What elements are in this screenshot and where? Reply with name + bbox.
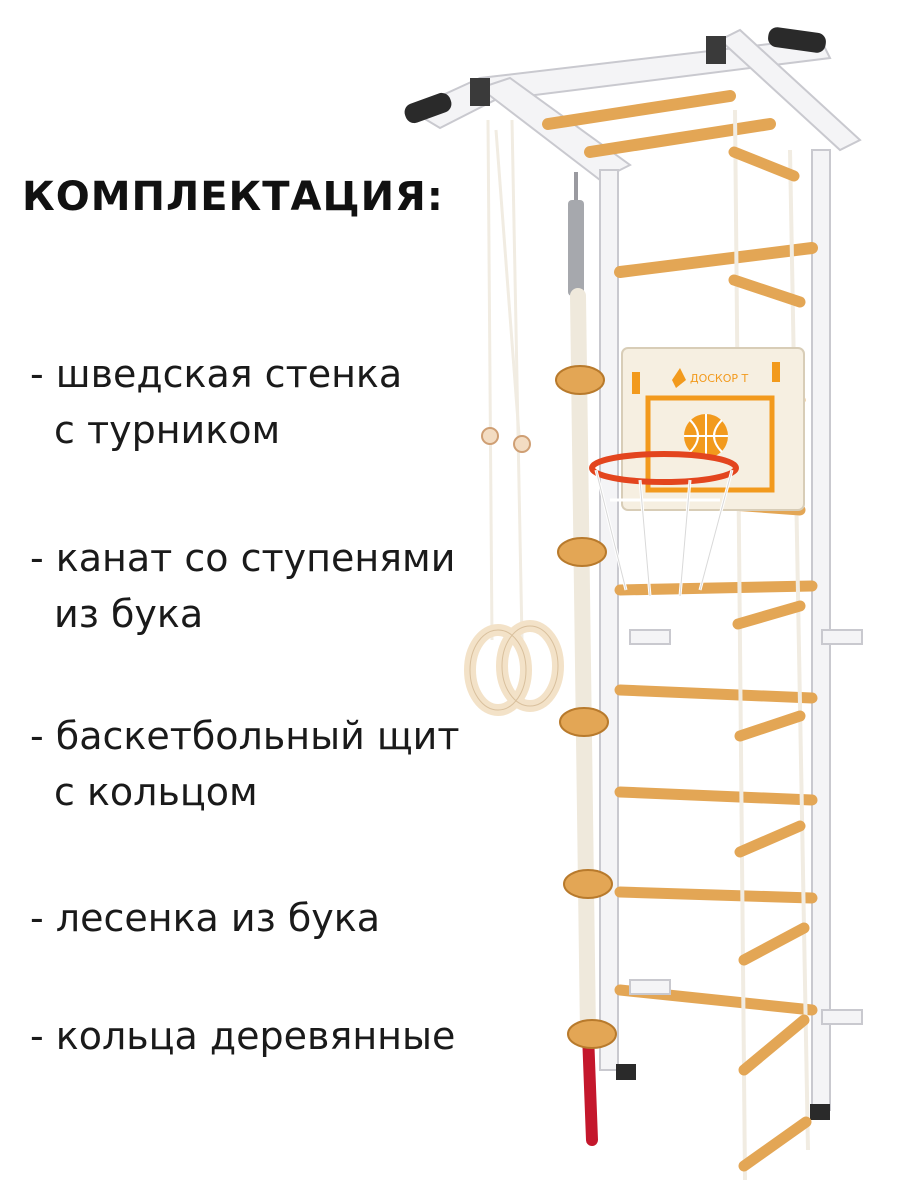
- list-item-basket: - баскетбольный щит с кольцом: [30, 708, 460, 820]
- top-rungs: [542, 90, 776, 158]
- list-item-text: - лесенка из бука: [30, 896, 381, 940]
- grip-right-icon: [768, 27, 826, 53]
- list-item-rope: - канат со ступенями из бука: [30, 530, 455, 642]
- grip-left-icon: [404, 92, 452, 124]
- basketball-hoop: [589, 451, 739, 597]
- list-item-text: с кольцом: [54, 770, 258, 814]
- fox-logo-icon: [666, 368, 686, 388]
- wall-brackets: [629, 629, 863, 1025]
- list-item-text: - канат со ступенями: [30, 536, 456, 580]
- list-item-wall: - шведская стенка с турником: [30, 346, 402, 458]
- gymnastic-rings: [464, 119, 564, 716]
- list-item-text: из бука: [54, 592, 204, 636]
- rope-ladder: [726, 109, 812, 1181]
- backboard-logo-text: ДОСКОР Т: [690, 372, 749, 385]
- list-item-text: - кольца деревянные: [30, 1014, 456, 1058]
- page-title: КОМПЛЕКТАЦИЯ:: [22, 174, 444, 220]
- list-item-text: с турником: [54, 408, 281, 452]
- list-item-ladder: - лесенка из бука: [30, 890, 380, 946]
- list-item-text: - баскетбольный щит: [30, 714, 460, 758]
- basketball-backboard: ДОСКОР Т: [621, 347, 805, 511]
- list-item-rings: - кольца деревянные: [30, 1008, 455, 1064]
- list-item-text: - шведская стенка: [30, 352, 403, 396]
- basketball-icon: [684, 414, 728, 458]
- climbing-rope: [555, 172, 617, 1146]
- wall-rungs: [614, 242, 818, 1016]
